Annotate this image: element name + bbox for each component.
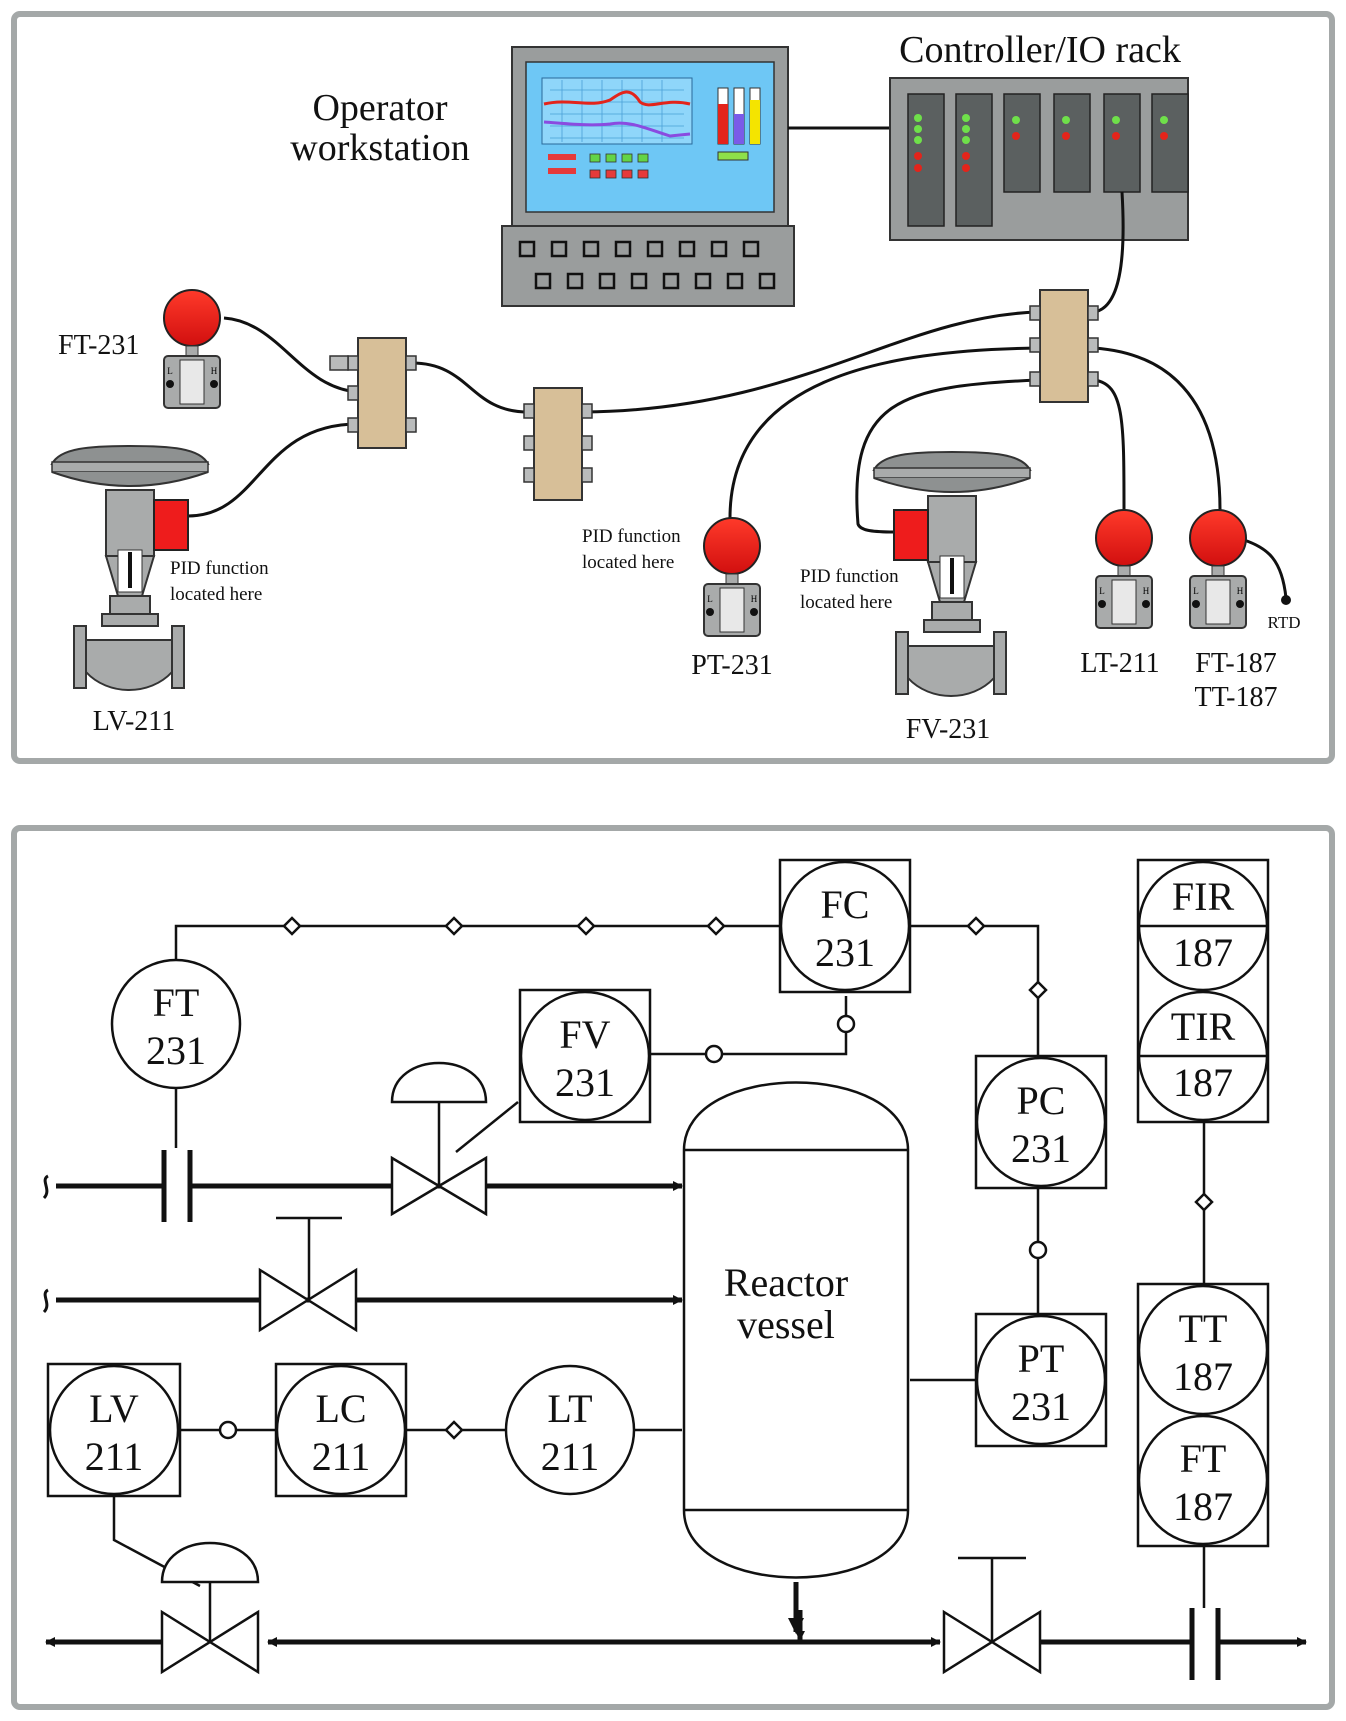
svg-text:231: 231 [146,1028,206,1073]
reactor-label-1: Reactor [724,1260,848,1305]
pt231-transmitter: L H [703,517,761,637]
lv211-label: LV-211 [93,706,175,737]
svg-text:FC: FC [821,882,870,927]
pc231-bubble: PC 231 [974,1054,1108,1190]
svg-text:L: L [167,366,173,376]
fc231-bubble: FC 231 [778,858,912,994]
pid-note-pt-1: PID function [582,526,681,547]
svg-text:211: 211 [85,1434,144,1479]
operator-workstation-label-2: workstation [290,127,469,169]
svg-text:211: 211 [541,1434,600,1479]
svg-text:L: L [1099,586,1105,596]
svg-text:187: 187 [1173,1354,1233,1399]
ft187-tt187-transmitter: L H [1189,509,1247,629]
lv211-bubble: LV 211 [46,1362,182,1498]
pid-note-lv-2: located here [170,584,262,605]
ft231-bubble: FT 231 [110,958,242,1090]
ft187-label: FT-187 [1195,648,1276,679]
svg-text:LT: LT [547,1386,592,1431]
orifice-plate-ft231 [161,1150,193,1222]
pid-note-fv-1: PID function [800,566,899,587]
svg-text:H: H [751,594,758,604]
svg-text:231: 231 [815,930,875,975]
pid-note-pt-2: located here [582,552,674,573]
svg-text:187: 187 [1173,930,1233,975]
pid-note-lv-1: PID function [170,558,269,579]
rtd-label: RTD [1268,613,1301,632]
pt231-bubble: PT 231 [974,1312,1108,1448]
process-piping [42,1174,1307,1647]
svg-text:H: H [1237,586,1244,596]
svg-text:TIR: TIR [1171,1004,1236,1049]
lt211-label: LT-211 [1080,648,1159,679]
svg-text:FT: FT [1180,1436,1227,1481]
tt187-label: TT-187 [1195,682,1278,713]
lv211-valve-symbol [160,1541,260,1675]
svg-text:187: 187 [1173,1060,1233,1105]
fv231-control-valve [872,450,1032,697]
reactor-vessel: Reactor vessel [682,1081,910,1579]
svg-text:LV: LV [89,1386,139,1431]
operator-workstation [501,46,795,307]
lt211-bubble: LT 211 [504,1364,636,1496]
junction-box-left [329,337,417,449]
svg-text:FT: FT [153,980,200,1025]
fv231-bubble: FV 231 [518,988,652,1124]
pt231-label: PT-231 [691,650,772,681]
svg-text:231: 231 [1011,1384,1071,1429]
junction-box-middle [523,387,593,501]
orifice-plate-ft187 [1189,1608,1221,1680]
pid-note-fv-2: located here [800,592,892,613]
svg-text:TT: TT [1179,1306,1228,1351]
lc211-bubble: LC 211 [274,1362,408,1498]
controller-io-rack [889,77,1189,241]
fir187-tir187-bubble: FIR 187 TIR 187 [1136,858,1270,1124]
manual-valve-inlet [258,1216,358,1333]
reactor-label-2: vessel [737,1302,835,1347]
ft231-label: FT-231 [58,330,139,361]
network-links [174,916,1214,1440]
tt187-ft187-bubble: TT 187 FT 187 [1136,1282,1270,1548]
svg-text:L: L [707,594,713,604]
fv231-valve-symbol [390,1061,488,1217]
svg-text:L: L [1193,586,1199,596]
svg-text:231: 231 [1011,1126,1071,1171]
lt211-transmitter: L H [1095,509,1153,629]
junction-box-right [1029,289,1099,403]
svg-text:PT: PT [1018,1336,1065,1381]
ft231-transmitter: L H [163,289,221,409]
fv231-label: FV-231 [906,714,991,745]
svg-text:H: H [211,366,218,376]
lv211-control-valve [50,444,210,691]
svg-text:LC: LC [315,1386,366,1431]
svg-text:187: 187 [1173,1484,1233,1529]
manual-valve-outlet [942,1556,1042,1675]
svg-text:H: H [1143,586,1150,596]
svg-text:211: 211 [312,1434,371,1479]
svg-text:FIR: FIR [1172,874,1235,919]
svg-text:PC: PC [1017,1078,1066,1123]
svg-text:FV: FV [559,1012,610,1057]
operator-workstation-label-1: Operator [312,87,447,129]
svg-text:231: 231 [555,1060,615,1105]
controller-rack-label: Controller/IO rack [899,29,1181,71]
